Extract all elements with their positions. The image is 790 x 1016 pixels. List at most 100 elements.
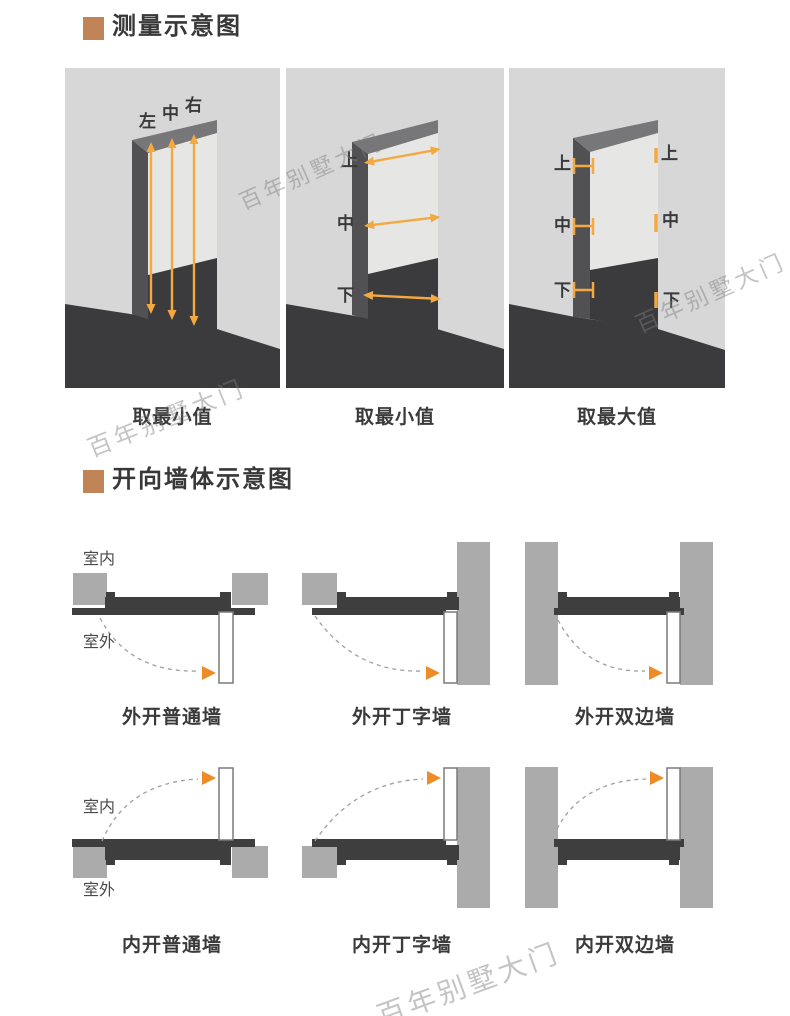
measure-label-left: 左: [139, 112, 156, 131]
frame-bar: [105, 845, 231, 860]
depth-label-left-middle: 中: [554, 216, 571, 235]
door-leaf: [443, 611, 458, 684]
frame-bar: [558, 845, 680, 860]
caption-inward-double: 内开双边墙: [574, 935, 675, 956]
floor-shadow: [65, 304, 280, 388]
outside-label: 室外: [83, 882, 116, 899]
doorway-interior-dark: [590, 257, 658, 331]
wall-side-left: [525, 767, 558, 908]
frame-stop-left: [106, 860, 115, 865]
depth-mark-middle: [572, 218, 595, 235]
wall-side-right: [680, 542, 713, 685]
frame-sill: [554, 839, 684, 847]
frame-bar: [558, 597, 680, 610]
depth-label-left-top: 上: [554, 154, 571, 173]
door-opening: [368, 132, 438, 274]
diagram-inward-t-wall: [287, 765, 517, 915]
measure-label-top: 上: [341, 151, 358, 170]
door-opening: [590, 132, 658, 270]
door-swing-arrow-icon: [202, 771, 216, 785]
frame-sill: [312, 608, 446, 615]
inside-label: 室内: [83, 799, 116, 816]
measure-panel-height-drawing: [65, 68, 280, 388]
caption-take-max: 取最大值: [576, 407, 657, 428]
measure-panel-width: 上 中 下: [286, 68, 504, 388]
depth-mark-bottom: [572, 282, 595, 298]
wall-block-left: [73, 846, 107, 878]
frame-stop-left: [337, 592, 346, 597]
frame-stop-right: [669, 860, 679, 865]
frame-sill: [72, 608, 255, 615]
door-leaf: [218, 767, 234, 841]
door-swing-arc: [556, 778, 647, 830]
wall-block-right: [232, 846, 268, 878]
diagram-outward-normal-drawing: [72, 573, 268, 684]
frame-bar: [105, 597, 231, 610]
measure-arrows-vertical: [146, 134, 199, 326]
wall-side-right: [457, 542, 490, 685]
frame-stop-left: [558, 860, 567, 865]
floor-shadow: [286, 304, 504, 388]
wall-side-right: [457, 767, 490, 908]
frame-stop-right: [447, 592, 457, 597]
measure-arrow-top: [364, 146, 441, 166]
door-swing-arrow-icon: [650, 771, 664, 785]
frame-stop-left: [106, 592, 115, 597]
door-swing-arc: [557, 619, 646, 672]
section-bullet-icon: [83, 17, 104, 40]
section-measure-title: 测量示意图: [112, 13, 242, 40]
doorway-interior-dark: [148, 257, 217, 331]
caption-outward-double: 外开双边墙: [574, 707, 675, 728]
measure-panel-depth: 上 中 下 上 中 下: [509, 68, 725, 388]
wall-block-left: [302, 573, 337, 605]
depth-mark-top: [572, 158, 595, 174]
depth-label-right-middle: 中: [662, 211, 679, 230]
measure-arrow-center: [167, 138, 177, 320]
frame-bar: [337, 597, 459, 610]
frame-stop-left: [558, 592, 567, 597]
diagram-outward-double-wall: [510, 540, 740, 690]
door-leaf: [666, 767, 681, 841]
doorway-interior-dark: [368, 257, 438, 331]
frame-stop-right: [220, 860, 231, 865]
diagram-inward-double-wall: [510, 765, 740, 915]
measure-arrows-horizontal: [363, 146, 441, 303]
door-swing-arrow-icon: [427, 771, 441, 785]
door-jamb: [352, 142, 368, 319]
measure-arrow-left: [146, 142, 156, 314]
door-leaf: [666, 611, 681, 684]
frame-stop-right: [447, 860, 457, 865]
diagram-outward-t-wall: [287, 540, 517, 690]
measure-panel-width-drawing: [286, 68, 504, 388]
wall-block-right: [232, 573, 268, 605]
door-swing-arc: [99, 617, 199, 672]
caption-outward-normal: 外开普通墙: [121, 707, 222, 728]
diagram-inward-normal-wall: 室内 室外: [57, 765, 287, 915]
inside-label: 室内: [83, 551, 116, 568]
frame-sill: [312, 839, 446, 847]
floor-shadow: [509, 304, 725, 388]
measure-arrow-middle: [364, 213, 441, 230]
caption-inward-normal: 内开普通墙: [121, 935, 222, 956]
door-swing-arc: [314, 778, 424, 842]
caption-take-min-2: 取最小值: [354, 407, 435, 428]
measure-panel-depth-drawing: [509, 68, 725, 388]
door-jamb: [573, 138, 590, 319]
door-lintel: [352, 120, 438, 154]
frame-sill: [554, 608, 684, 615]
frame-bar: [337, 845, 459, 860]
depth-label-right-top: 上: [661, 144, 678, 163]
frame-stop-right: [220, 592, 231, 597]
depth-label-left-bottom: 下: [554, 281, 571, 300]
measure-label-center: 中: [162, 104, 179, 123]
door-lintel: [132, 120, 217, 153]
door-swing-arc: [101, 778, 199, 842]
depth-label-right-bottom: 下: [663, 291, 680, 310]
diagram-inward-double-drawing: [525, 767, 713, 908]
diagram-inward-t-drawing: [302, 767, 490, 908]
door-lintel: [573, 120, 658, 152]
measure-label-right: 右: [185, 96, 202, 115]
door-opening: [148, 132, 217, 275]
door-leaf: [443, 767, 458, 841]
